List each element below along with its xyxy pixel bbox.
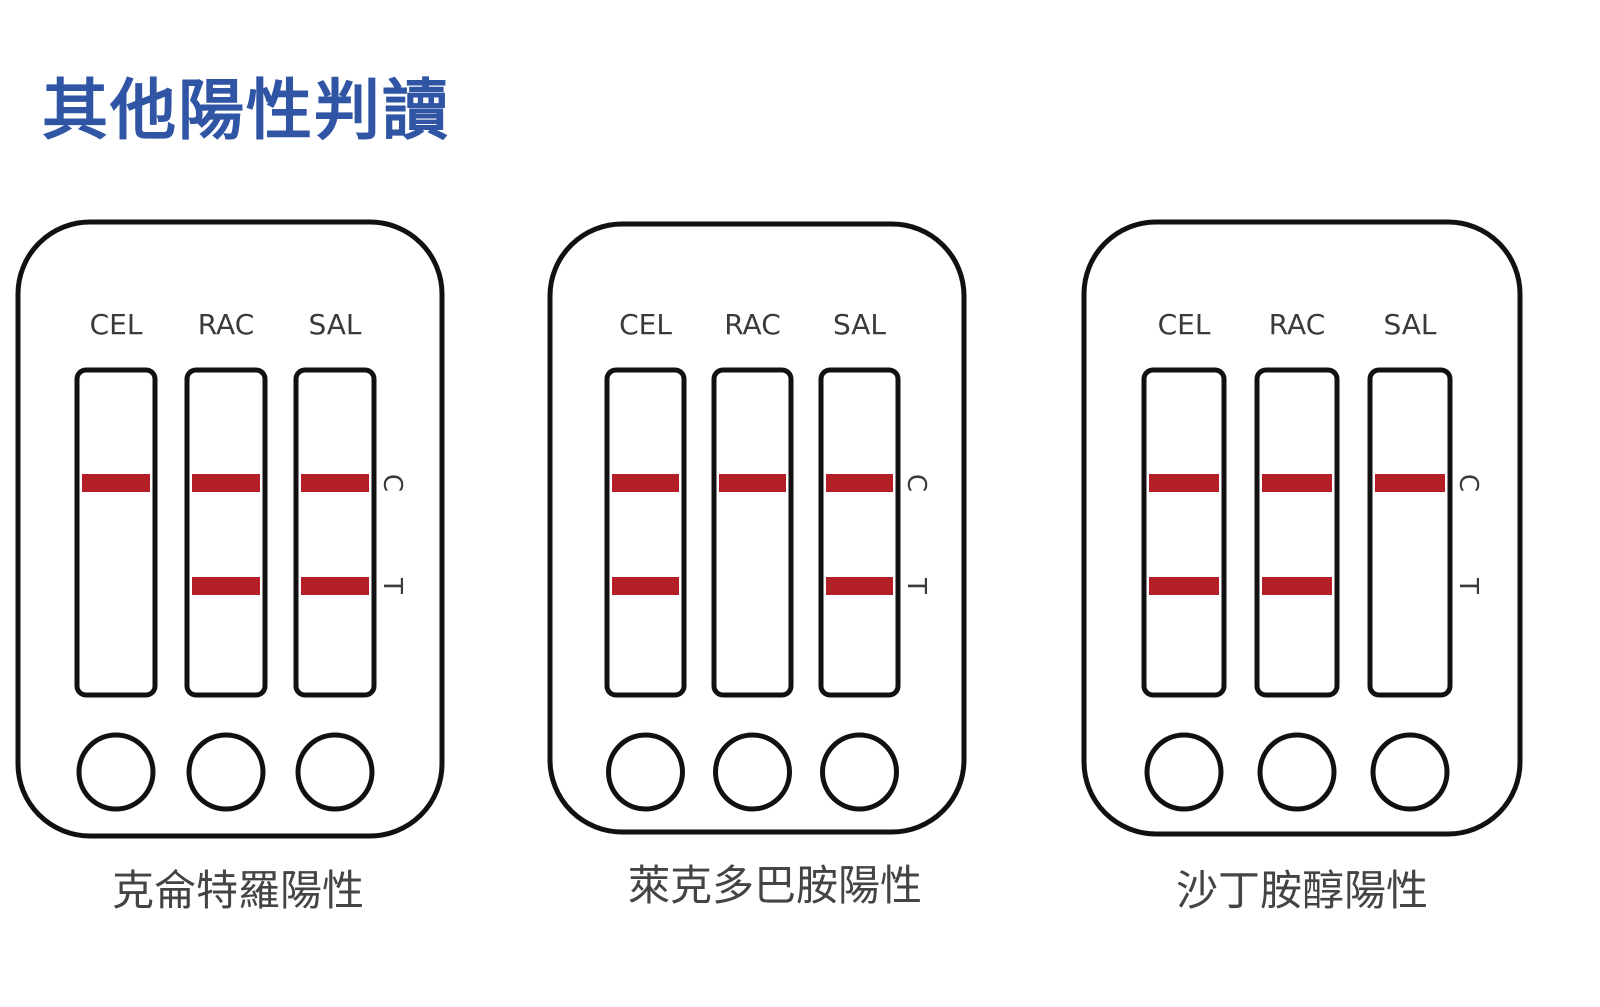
test-strip-window — [74, 367, 158, 698]
test-line-band — [612, 577, 679, 595]
control-line-band — [1375, 474, 1445, 492]
sample-well — [295, 732, 375, 812]
cassette-caption: 克侖特羅陽性 — [112, 866, 364, 915]
strip-label: RAC — [198, 308, 255, 341]
control-line-band — [1149, 474, 1219, 492]
test-line-marker: T — [377, 577, 407, 594]
control-line-marker: C — [901, 474, 931, 492]
strip-label: CEL — [90, 308, 143, 341]
control-line-band — [826, 474, 893, 492]
sample-well — [1144, 732, 1224, 812]
sample-well — [606, 732, 685, 812]
test-line-band — [301, 577, 369, 595]
strip-label: CEL — [619, 308, 672, 341]
test-line-band — [192, 577, 260, 595]
test-line-marker: T — [901, 577, 931, 594]
test-line-band — [1262, 577, 1332, 595]
control-line-marker: C — [1453, 474, 1483, 492]
sample-well — [1370, 732, 1450, 812]
test-strip-window — [1254, 367, 1340, 698]
sample-well — [820, 732, 899, 812]
test-cassette: CEL RAC SAL C T 萊克多巴胺陽性 — [547, 221, 967, 910]
test-strip-window — [184, 367, 268, 698]
page-title: 其他陽性判讀 — [42, 72, 450, 149]
strip-label: SAL — [308, 308, 361, 341]
test-line-band — [1149, 577, 1219, 595]
test-strip-window — [293, 367, 377, 698]
test-strip-window — [818, 367, 901, 698]
control-line-band — [719, 474, 786, 492]
test-strip-window — [1141, 367, 1227, 698]
sample-well — [1257, 732, 1337, 812]
control-line-band — [1262, 474, 1332, 492]
sample-well — [713, 732, 792, 812]
strip-label: CEL — [1158, 308, 1211, 341]
test-line-band — [826, 577, 893, 595]
control-line-band — [612, 474, 679, 492]
test-line-marker: T — [1453, 577, 1483, 594]
control-line-band — [301, 474, 369, 492]
test-cassette: CEL RAC SAL C T 克侖特羅陽性 — [15, 219, 445, 915]
control-line-band — [82, 474, 150, 492]
control-line-marker: C — [377, 474, 407, 492]
test-cassette: CEL RAC SAL C T 沙丁胺醇陽性 — [1081, 219, 1523, 915]
strip-label: RAC — [1269, 308, 1326, 341]
sample-well — [186, 732, 266, 812]
test-strip-window — [711, 367, 794, 698]
test-strip-window — [1367, 367, 1453, 698]
sample-well — [76, 732, 156, 812]
test-strip-window — [604, 367, 687, 698]
cassette-caption: 萊克多巴胺陽性 — [628, 861, 922, 910]
strip-label: SAL — [833, 308, 886, 341]
cassette-caption: 沙丁胺醇陽性 — [1176, 866, 1428, 915]
strip-label: SAL — [1383, 308, 1436, 341]
control-line-band — [192, 474, 260, 492]
strip-label: RAC — [724, 308, 781, 341]
